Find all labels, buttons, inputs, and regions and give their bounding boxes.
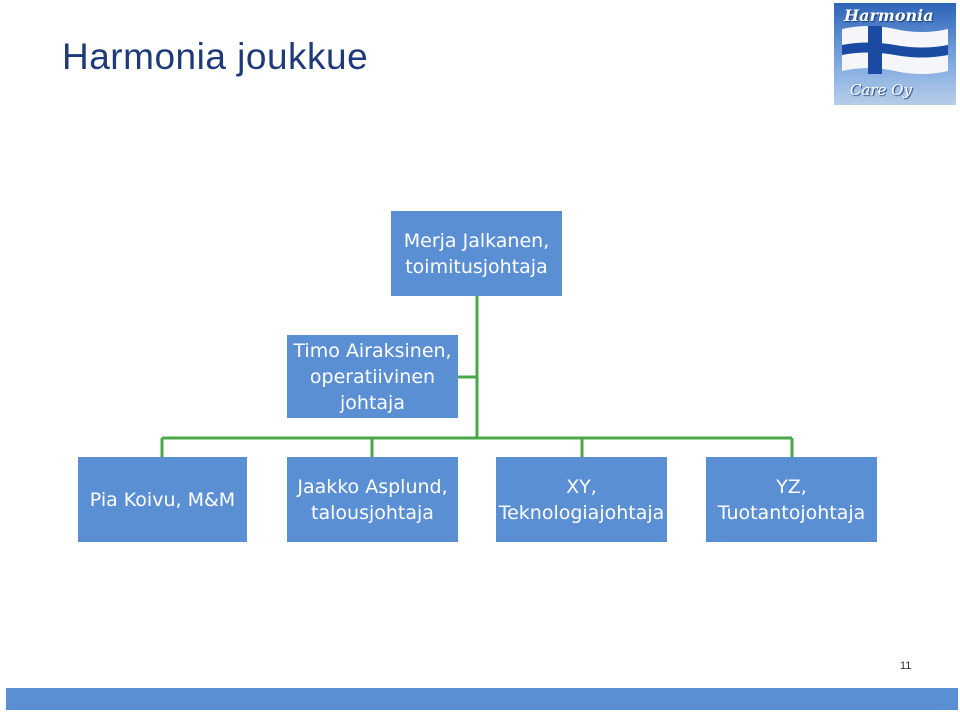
company-logo: Harmonia Care Oy xyxy=(834,3,956,105)
slide-title: Harmonia joukkue xyxy=(62,36,369,77)
footer-bar xyxy=(6,688,958,710)
org-box-ceo: Merja Jalkanen, toimitusjohtaja xyxy=(391,211,562,296)
finnish-flag-icon xyxy=(842,26,948,74)
org-box-report-4: YZ, Tuotantojohtaja xyxy=(706,457,877,542)
org-box-coo: Timo Airaksinen, operatiivinen johtaja xyxy=(287,335,458,418)
logo-name: Harmonia xyxy=(844,6,934,25)
org-box-report-3: XY, Teknologiajohtaja xyxy=(496,457,667,542)
logo-subtitle: Care Oy xyxy=(850,81,913,99)
page-number: 11 xyxy=(900,660,912,672)
org-box-report-1: Pia Koivu, M&M xyxy=(78,457,247,542)
org-box-report-2: Jaakko Asplund, talousjohtaja xyxy=(287,457,458,542)
